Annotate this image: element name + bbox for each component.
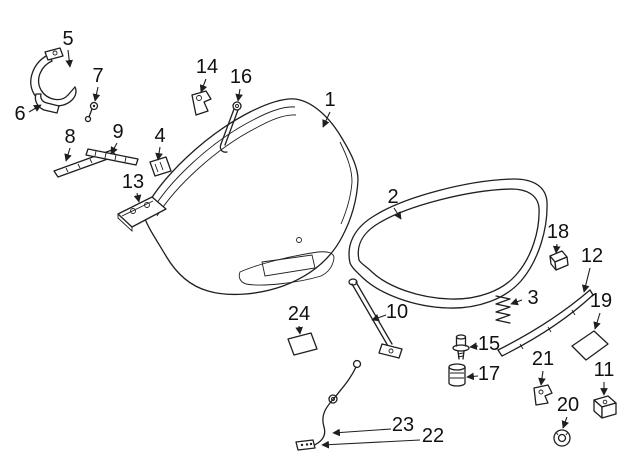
part-2-seal-drawing (348, 178, 548, 309)
part-18-clip-drawing (549, 250, 569, 271)
leader-22 (321, 439, 421, 449)
callout-labels: 1 2 3 4 5 6 7 8 9 10 11 12 13 14 15 16 1… (14, 28, 614, 447)
callout-22: 22 (422, 425, 444, 447)
leader-4 (155, 146, 163, 161)
leader-23 (332, 428, 392, 437)
callout-16: 16 (230, 66, 252, 88)
leader-16 (235, 88, 243, 102)
callout-18: 18 (547, 221, 569, 243)
part-11-nut-drawing (593, 395, 617, 419)
part-22-23-cable-drawing (295, 359, 362, 451)
leader-17 (466, 372, 479, 381)
part-10-stay-rod-drawing (348, 278, 403, 359)
part-7-fastener-drawing (84, 101, 99, 123)
callout-1: 1 (324, 89, 335, 111)
leader-24 (295, 325, 303, 335)
callout-8: 8 (64, 126, 75, 148)
callout-14: 14 (196, 56, 218, 78)
callout-12: 12 (581, 245, 603, 267)
callout-15: 15 (478, 333, 500, 355)
callout-24: 24 (288, 303, 310, 325)
leader-9 (110, 142, 118, 155)
leader-14 (199, 78, 208, 93)
callout-10: 10 (386, 301, 408, 323)
callout-19: 19 (590, 290, 612, 312)
callout-4: 4 (154, 125, 165, 147)
leader-2 (393, 207, 402, 220)
part-9-strip-drawing (85, 148, 139, 166)
part-13-panel-drawing (117, 196, 167, 233)
part-19-pad-drawing (571, 330, 609, 361)
part-15-stud-drawing (452, 334, 470, 360)
part-12-molding-drawing (497, 289, 594, 357)
leader-3 (510, 298, 523, 306)
callout-9: 9 (112, 121, 123, 143)
part-14-bracket-drawing (191, 90, 212, 116)
leader-10 (371, 314, 387, 322)
part-20-grommet-drawing (553, 429, 571, 447)
callout-3: 3 (527, 287, 538, 309)
callout-21: 21 (532, 348, 554, 370)
part-16-rod-drawing (219, 101, 242, 153)
leader-20 (561, 416, 569, 429)
part-17-buffer-drawing (448, 363, 466, 387)
leader-lines (28, 49, 608, 449)
callout-20: 20 (557, 394, 579, 416)
callout-11: 11 (594, 359, 615, 381)
callout-23: 23 (392, 414, 414, 436)
callout-5: 5 (62, 28, 73, 50)
leader-12 (581, 267, 591, 293)
callout-17: 17 (478, 363, 500, 385)
leader-8 (64, 147, 72, 162)
part-21-clip-drawing (533, 384, 553, 406)
leader-13 (133, 192, 142, 203)
part-3-spring-drawing (495, 295, 511, 324)
leader-19 (593, 312, 601, 330)
callout-2: 2 (387, 186, 398, 208)
leader-18 (552, 243, 561, 254)
leader-5 (65, 49, 74, 68)
leader-6 (28, 104, 42, 113)
callout-13: 13 (122, 171, 144, 193)
leader-1 (322, 111, 331, 128)
leader-7 (92, 86, 101, 102)
leader-15 (469, 342, 479, 350)
leader-21 (538, 370, 546, 386)
callout-7: 7 (92, 65, 103, 87)
part-24-box-drawing (287, 332, 318, 356)
callout-6: 6 (14, 103, 25, 125)
part-4-clip-drawing (149, 156, 172, 177)
part-1-trunk-lid-drawing (142, 98, 359, 296)
